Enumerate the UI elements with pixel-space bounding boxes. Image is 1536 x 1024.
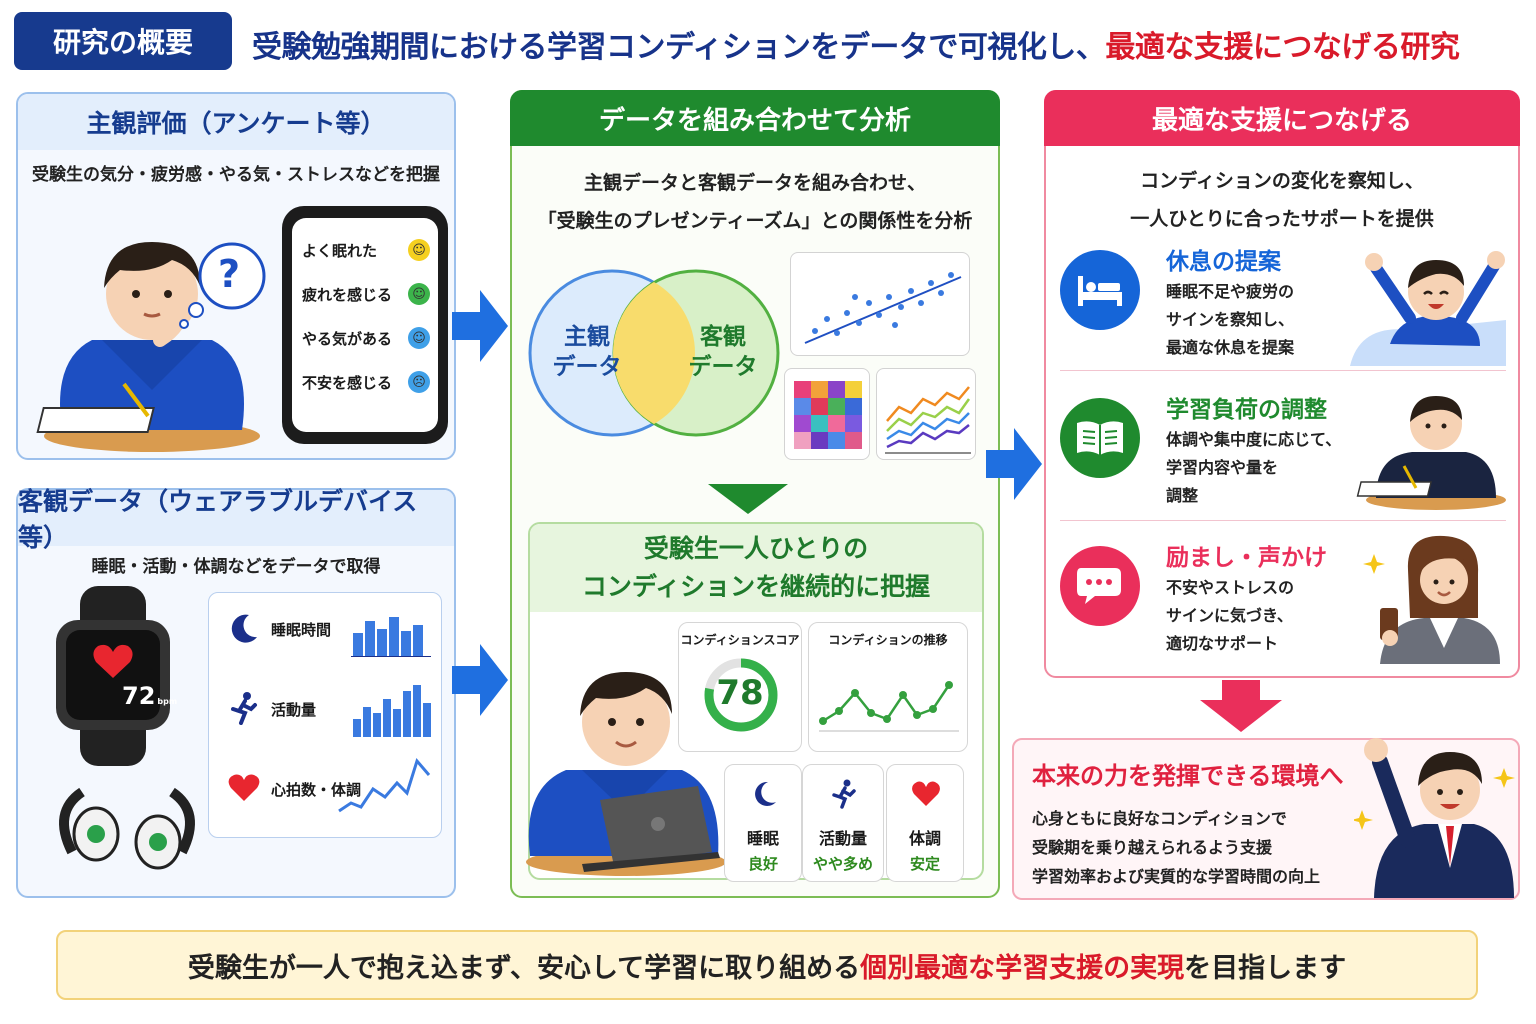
student-fist-pump-illustration (1354, 738, 1515, 898)
condition-trend-card: コンディションの推移 (808, 622, 968, 752)
survey-item[interactable]: やる気がある ☺ (302, 324, 430, 352)
support-item-desc: 不安やストレスの サインに気づき、 適切なサポート (1166, 578, 1295, 653)
metric-heart: 心拍数・体調 (227, 757, 431, 817)
support-item-desc: 睡眠不足や疲労の サインを察知し、 最適な休息を提案 (1166, 282, 1295, 357)
footer-main: 受験生が一人で抱え込まず、安心して学習に取り組める (187, 952, 861, 984)
support-description: コンディションの変化を察知し、 一人ひとりに合ったサポートを提供 (1130, 170, 1434, 230)
sad-face-icon: ☹ (408, 371, 430, 393)
phone-screen: よく眠れた ☺ 疲れを感じる ☺ やる気がある ☺ 不安を感じる ☹ (292, 218, 438, 432)
outcome-title: 本来の力を発揮できる環境へ (1032, 762, 1344, 790)
analysis-panel: データを組み合わせて分析 主観データと客観データを組み合わせ、 「受験生のプレゼ… (510, 90, 1000, 898)
arrow-right-icon (452, 290, 508, 362)
heart-line-chart (338, 757, 431, 813)
arrow-down-icon (1200, 680, 1282, 732)
trend-line-chart (819, 681, 959, 732)
metric-sleep: 睡眠時間 (227, 597, 431, 657)
metric-card: 睡眠時間 活動量 心拍数・体調 (208, 592, 442, 838)
metric-activity: 活動量 (227, 677, 431, 737)
thought-bubble-icon (179, 242, 266, 329)
question-mark: ? (218, 252, 241, 296)
chat-icon (1060, 546, 1140, 626)
analysis-description: 主観データと客観データを組み合わせ、 「受験生のプレゼンティーズム」との関係性を… (537, 172, 973, 232)
book-icon (1060, 398, 1140, 478)
smartwatch-icon (56, 586, 170, 766)
footer-accent: 個別最適な学習支援の実現 (860, 952, 1185, 984)
sleep-bar-chart (351, 617, 431, 657)
venn-right-label: 客観データ (688, 324, 758, 380)
heart-icon (912, 781, 940, 806)
score-value: 78 (716, 673, 764, 713)
outcome-panel: 本来の力を発揮できる環境へ 心身ともに良好なコンディションで 受験期を乗り越えら… (1012, 738, 1520, 900)
support-item-encourage: 励まし・声かけ 不安やストレスの サインに気づき、 適切なサポート (1060, 535, 1506, 678)
heart-icon (228, 774, 260, 801)
student-laptop-illustration (526, 672, 726, 876)
score-ring (704, 658, 778, 732)
smile-face-icon: ☺ (408, 239, 430, 261)
moon-icon (231, 614, 257, 643)
student-cheering-illustration (1350, 251, 1506, 366)
scatter-chart-card (790, 252, 970, 356)
multi-line-chart-icon (885, 386, 971, 454)
support-item-rest: 休息の提案 睡眠不足や疲労の サインを察知し、 最適な休息を提案 (1060, 242, 1506, 382)
footer-banner: 受験生が一人で抱え込まず、安心して学習に取り組める個別最適な学習支援の実現を目指… (56, 930, 1478, 1000)
smile-face-icon: ☺ (408, 327, 430, 349)
subjective-title: 主観評価（アンケート等） (18, 94, 454, 150)
score-title: コンディションスコア (680, 633, 800, 647)
survey-item[interactable]: 疲れを感じる ☺ (302, 280, 430, 308)
survey-item[interactable]: 不安を感じる ☹ (302, 368, 430, 396)
subjective-subtitle: 受験生の気分・疲労感・やる気・ストレスなどを把握 (32, 165, 440, 185)
footer-tail: を目指します (1184, 952, 1347, 984)
multi-line-chart-card (876, 368, 976, 460)
support-item-title: 休息の提案 (1166, 249, 1281, 275)
outcome-description: 心身ともに良好なコンディションで 受験期を乗り越えられるよう支援 学習効率および… (1032, 809, 1321, 886)
venn-diagram (528, 269, 780, 437)
scatter-plot-icon (804, 272, 962, 344)
objective-title: 客観データ（ウェアラブルデバイス等） (18, 487, 454, 552)
phone-survey: よく眠れた ☺ 疲れを感じる ☺ やる気がある ☺ 不安を感じる ☹ (282, 206, 448, 444)
stat-health-card: 体調 安定 (886, 764, 964, 882)
support-item-desc: 体調や集中度に応じて、 学習内容や量を 調整 (1166, 430, 1342, 505)
headline-main: 受験勉強期間における学習コンディションをデータで可視化し、 (252, 30, 1106, 65)
runner-icon (231, 692, 257, 725)
condition-score-card: コンディションスコア 78 (678, 622, 802, 752)
header: 研究の概要 受験勉強期間における学習コンディションをデータで可視化し、最適な支援… (14, 10, 1526, 74)
activity-bar-chart (353, 685, 431, 737)
moon-icon (755, 781, 776, 806)
support-title: 最適な支援につなげる (1044, 90, 1520, 146)
divider (1060, 520, 1506, 521)
stat-activity-card: 活動量 やや多め (802, 764, 884, 882)
support-item-load: 学習負荷の調整 体調や集中度に応じて、 学習内容や量を 調整 (1060, 390, 1506, 530)
mentor-illustration (1363, 535, 1500, 664)
subjective-panel: 主観評価（アンケート等） 受験生の気分・疲労感・やる気・ストレスなどを把握 ? … (16, 92, 456, 460)
support-item-title: 励まし・声かけ (1166, 545, 1327, 571)
arrow-down-icon (708, 484, 788, 514)
venn-left-label: 主観データ (552, 324, 622, 380)
heatmap-icon (794, 381, 862, 449)
survey-item[interactable]: よく眠れた ☺ (302, 236, 430, 264)
bed-icon (1060, 250, 1140, 330)
arrow-right-icon (986, 428, 1042, 500)
headline: 受験勉強期間における学習コンディションをデータで可視化し、最適な支援につなげる研… (252, 22, 1460, 66)
overview-badge: 研究の概要 (14, 12, 232, 70)
analysis-title: データを組み合わせて分析 (510, 90, 1000, 146)
earbuds-icon (59, 787, 195, 870)
runner-icon (832, 779, 856, 809)
stat-sleep-card: 睡眠 良好 (724, 764, 802, 882)
trend-title: コンディションの推移 (828, 633, 948, 647)
heatmap-card (784, 368, 870, 460)
support-item-title: 学習負荷の調整 (1166, 397, 1327, 423)
arrow-right-icon (452, 644, 508, 716)
student-studying-illustration (1356, 396, 1506, 510)
divider (1060, 370, 1506, 371)
support-panel: 最適な支援につなげる コンディションの変化を察知し、 一人ひとりに合ったサポート… (1044, 90, 1520, 678)
condition-title: 受験生一人ひとりの コンディションを継続的に把握 (530, 524, 982, 612)
headline-accent: 最適な支援につなげる研究 (1105, 30, 1460, 65)
smile-face-icon: ☺ (408, 283, 430, 305)
objective-subtitle: 睡眠・活動・体調などをデータで取得 (91, 557, 381, 577)
student-thinking-illustration (36, 242, 260, 452)
